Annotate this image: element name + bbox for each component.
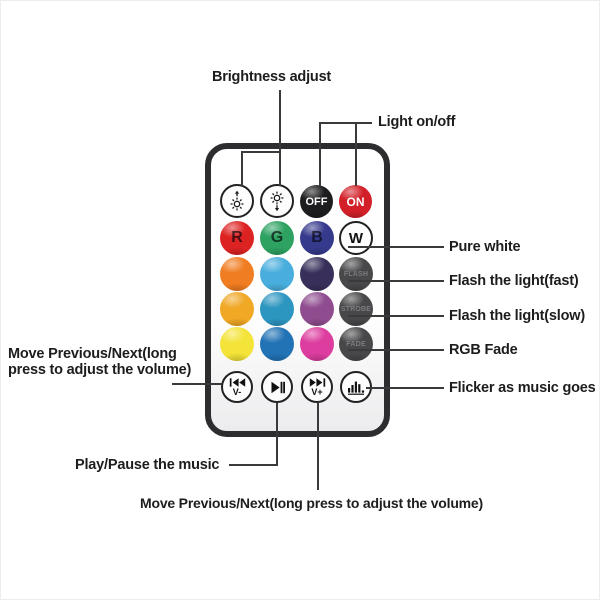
sun-down-arrow-icon (270, 191, 284, 212)
next-track-icon (309, 377, 325, 387)
dark-purple-color-button (300, 257, 334, 291)
next-track-button: V+ (301, 371, 333, 403)
pure-white-label: Pure white (449, 239, 521, 255)
previous-track-button: V- (221, 371, 253, 403)
fade-button: FADE (339, 327, 373, 361)
rgb-fade-label: RGB Fade (449, 342, 518, 358)
red-button-label: R (231, 229, 243, 246)
red-button: R (220, 221, 254, 255)
teal-blue-color-button (260, 292, 294, 326)
strobe-button-label: STROBE (340, 305, 372, 313)
vol-down-label: V- (232, 386, 242, 397)
prev-next-side-leader (172, 383, 222, 385)
fade-button-label: FADE (346, 340, 366, 348)
deep-blue-color-button (260, 327, 294, 361)
sky-blue-color-button (260, 257, 294, 291)
prev-track-icon (229, 377, 245, 387)
magenta-color-button (300, 327, 334, 361)
play-pause-leader-horizontal (229, 464, 278, 466)
rgb-fade-leader (348, 349, 444, 351)
yellow-color-button (220, 327, 254, 361)
purple-color-button (300, 292, 334, 326)
brightness-down-button (260, 184, 294, 218)
white-button-label: W (348, 229, 364, 247)
flash-button: FLASH (339, 257, 373, 291)
light-onoff-leader-off-vertical (319, 122, 321, 186)
brightness-leader-branch-horizontal (241, 151, 281, 153)
prev-next-side-label: Move Previous/Next(long press to adjust … (8, 346, 191, 378)
orange-color-button (220, 257, 254, 291)
flash-slow-leader (348, 315, 444, 317)
equalizer-bars-icon (348, 381, 365, 395)
brightness-leader-vertical (279, 90, 281, 186)
play-pause-leader-vertical (276, 403, 278, 466)
prev-next-side-label-line2: press to adjust the volume) (8, 362, 192, 378)
pure-white-button: W (339, 221, 373, 255)
off-button: OFF (300, 185, 333, 218)
flash-fast-leader (348, 280, 444, 282)
light-onoff-leader-horizontal (319, 122, 372, 124)
strobe-button: STROBE (339, 292, 373, 326)
brightness-up-button (220, 184, 254, 218)
brightness-adjust-label: Brightness adjust (212, 69, 332, 85)
flicker-leader (366, 387, 444, 389)
amber-color-button (220, 292, 254, 326)
blue-button-label: B (311, 229, 323, 246)
off-button-label: OFF (305, 195, 328, 208)
light-onoff-leader-on-vertical (355, 122, 357, 186)
light-onoff-label: Light on/off (378, 114, 456, 130)
on-button: ON (339, 185, 372, 218)
prev-next-bottom-label: Move Previous/Next(long press to adjust … (140, 495, 483, 511)
flash-button-label: FLASH (343, 270, 369, 278)
prev-next-bottom-leader-vertical (317, 403, 319, 490)
brightness-leader-branch-vertical (241, 151, 243, 186)
blue-button: B (300, 221, 334, 255)
flash-slow-label: Flash the light(slow) (449, 308, 585, 324)
vol-up-label: V+ (311, 386, 323, 397)
on-button-label: ON (346, 194, 365, 209)
play-pause-icon (271, 381, 285, 393)
play-pause-label: Play/Pause the music (75, 457, 220, 473)
pure-white-leader (348, 246, 444, 248)
prev-next-side-label-line1: Move Previous/Next(long (8, 346, 177, 362)
play-pause-button (261, 371, 293, 403)
flash-fast-label: Flash the light(fast) (449, 273, 579, 289)
sun-up-arrow-icon (230, 190, 244, 211)
flicker-label: Flicker as music goes (449, 380, 596, 396)
green-button: G (260, 221, 294, 255)
green-button-label: G (270, 229, 284, 246)
